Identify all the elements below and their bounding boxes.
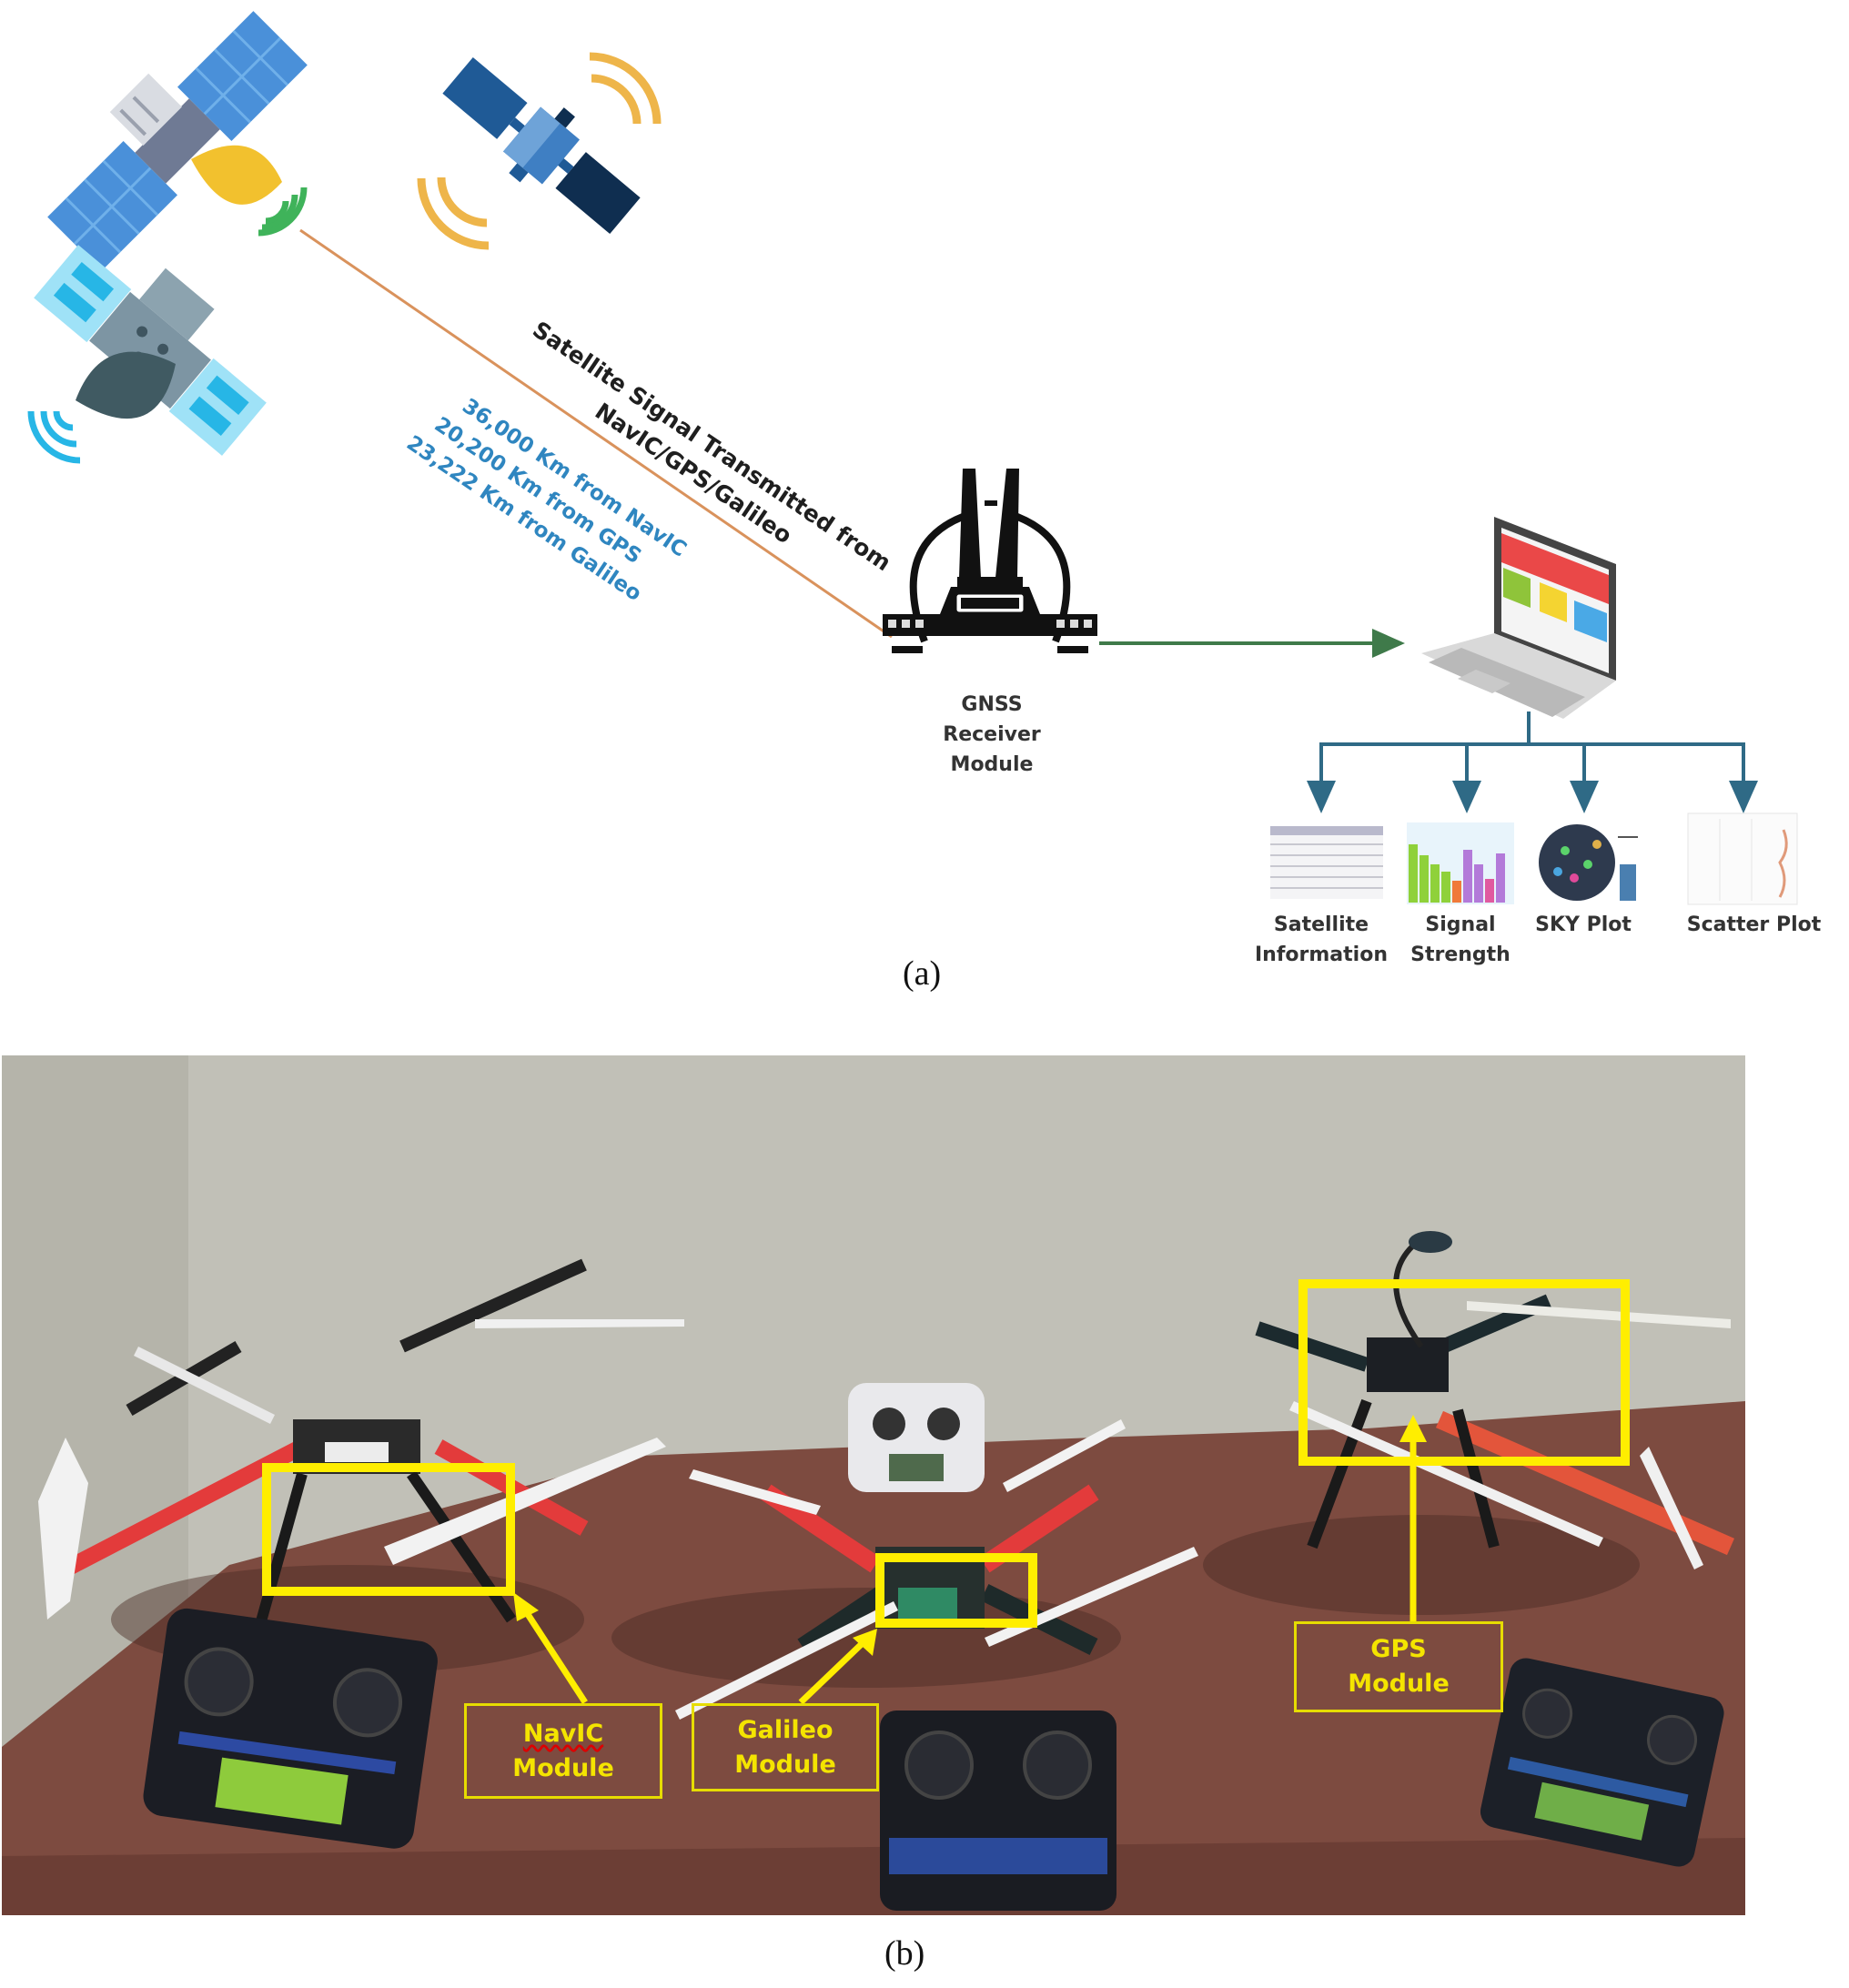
laptop-icon [1421, 517, 1616, 719]
signal-path-line [299, 228, 893, 639]
output-bus [1307, 711, 1758, 813]
satellite-2-icon [442, 56, 641, 235]
caption-b: (b) [884, 1934, 925, 1973]
system-diagram [27, 11, 1798, 905]
satellite-3-icon [34, 245, 267, 456]
receiver-label-line: GNSS [961, 693, 1023, 716]
output-label-scatter-plot: Scatter Plot [1674, 910, 1834, 940]
drone-right [1255, 1231, 1735, 1569]
drone-center [675, 1383, 1198, 1720]
gps-module-highlight [1298, 1279, 1630, 1466]
navic-module-label: NavIC Module [464, 1703, 662, 1799]
navic-module-highlight [262, 1463, 515, 1596]
receiver-label-line: Module [950, 753, 1034, 776]
galileo-module-highlight [875, 1553, 1037, 1628]
table-icon [1270, 826, 1383, 899]
galileo-module-label: Galileo Module [692, 1703, 879, 1791]
output-label-satellite-information: Satellite Information [1239, 910, 1403, 970]
galileo-label-line2: Module [734, 1750, 836, 1779]
signal-waves-cyan-icon [27, 410, 81, 464]
bar-chart-icon [1407, 822, 1514, 904]
gnss-receiver-icon [883, 469, 1097, 653]
galileo-arrow [798, 1637, 869, 1705]
output-label-line: Strength [1410, 944, 1511, 966]
gps-module-label: GPS Module [1294, 1621, 1503, 1712]
signal-waves-orange-icon [417, 52, 662, 250]
output-label-signal-strength: Signal Strength [1392, 910, 1529, 970]
navic-label-line2: Module [512, 1753, 614, 1782]
receiver-label-line: Receiver [943, 723, 1041, 746]
annotation-arrows [513, 1415, 1427, 1705]
gps-label-line1: GPS [1370, 1635, 1427, 1663]
controller-center [880, 1710, 1116, 1911]
output-label-line: Satellite [1273, 913, 1369, 936]
signal-waves-green-icon [258, 187, 308, 237]
scatter-plot-icon [1687, 812, 1798, 905]
dish-icon [191, 145, 282, 205]
output-label-line: Scatter Plot [1686, 913, 1822, 936]
sky-plot-icon [1539, 824, 1638, 901]
controller-left [143, 1608, 438, 1849]
navic-arrow [520, 1604, 588, 1704]
controller-right [1480, 1658, 1724, 1867]
output-label-line: Signal [1425, 913, 1496, 936]
drone-photo: NavIC Module Galileo Module GPS Module [2, 1055, 1745, 1915]
gnss-receiver-label: GNSS Receiver Module [919, 690, 1065, 780]
satellite-1-icon [47, 11, 308, 271]
output-label-line: Information [1255, 944, 1388, 966]
caption-a: (a) [903, 954, 942, 993]
dish-dark-icon [76, 351, 176, 419]
navic-label-line1: NavIC [522, 1719, 604, 1748]
output-label-sky-plot: SKY Plot [1520, 910, 1647, 940]
output-label-line: SKY Plot [1535, 913, 1632, 936]
gps-label-line2: Module [1348, 1670, 1450, 1698]
galileo-label-line1: Galileo [737, 1715, 834, 1744]
